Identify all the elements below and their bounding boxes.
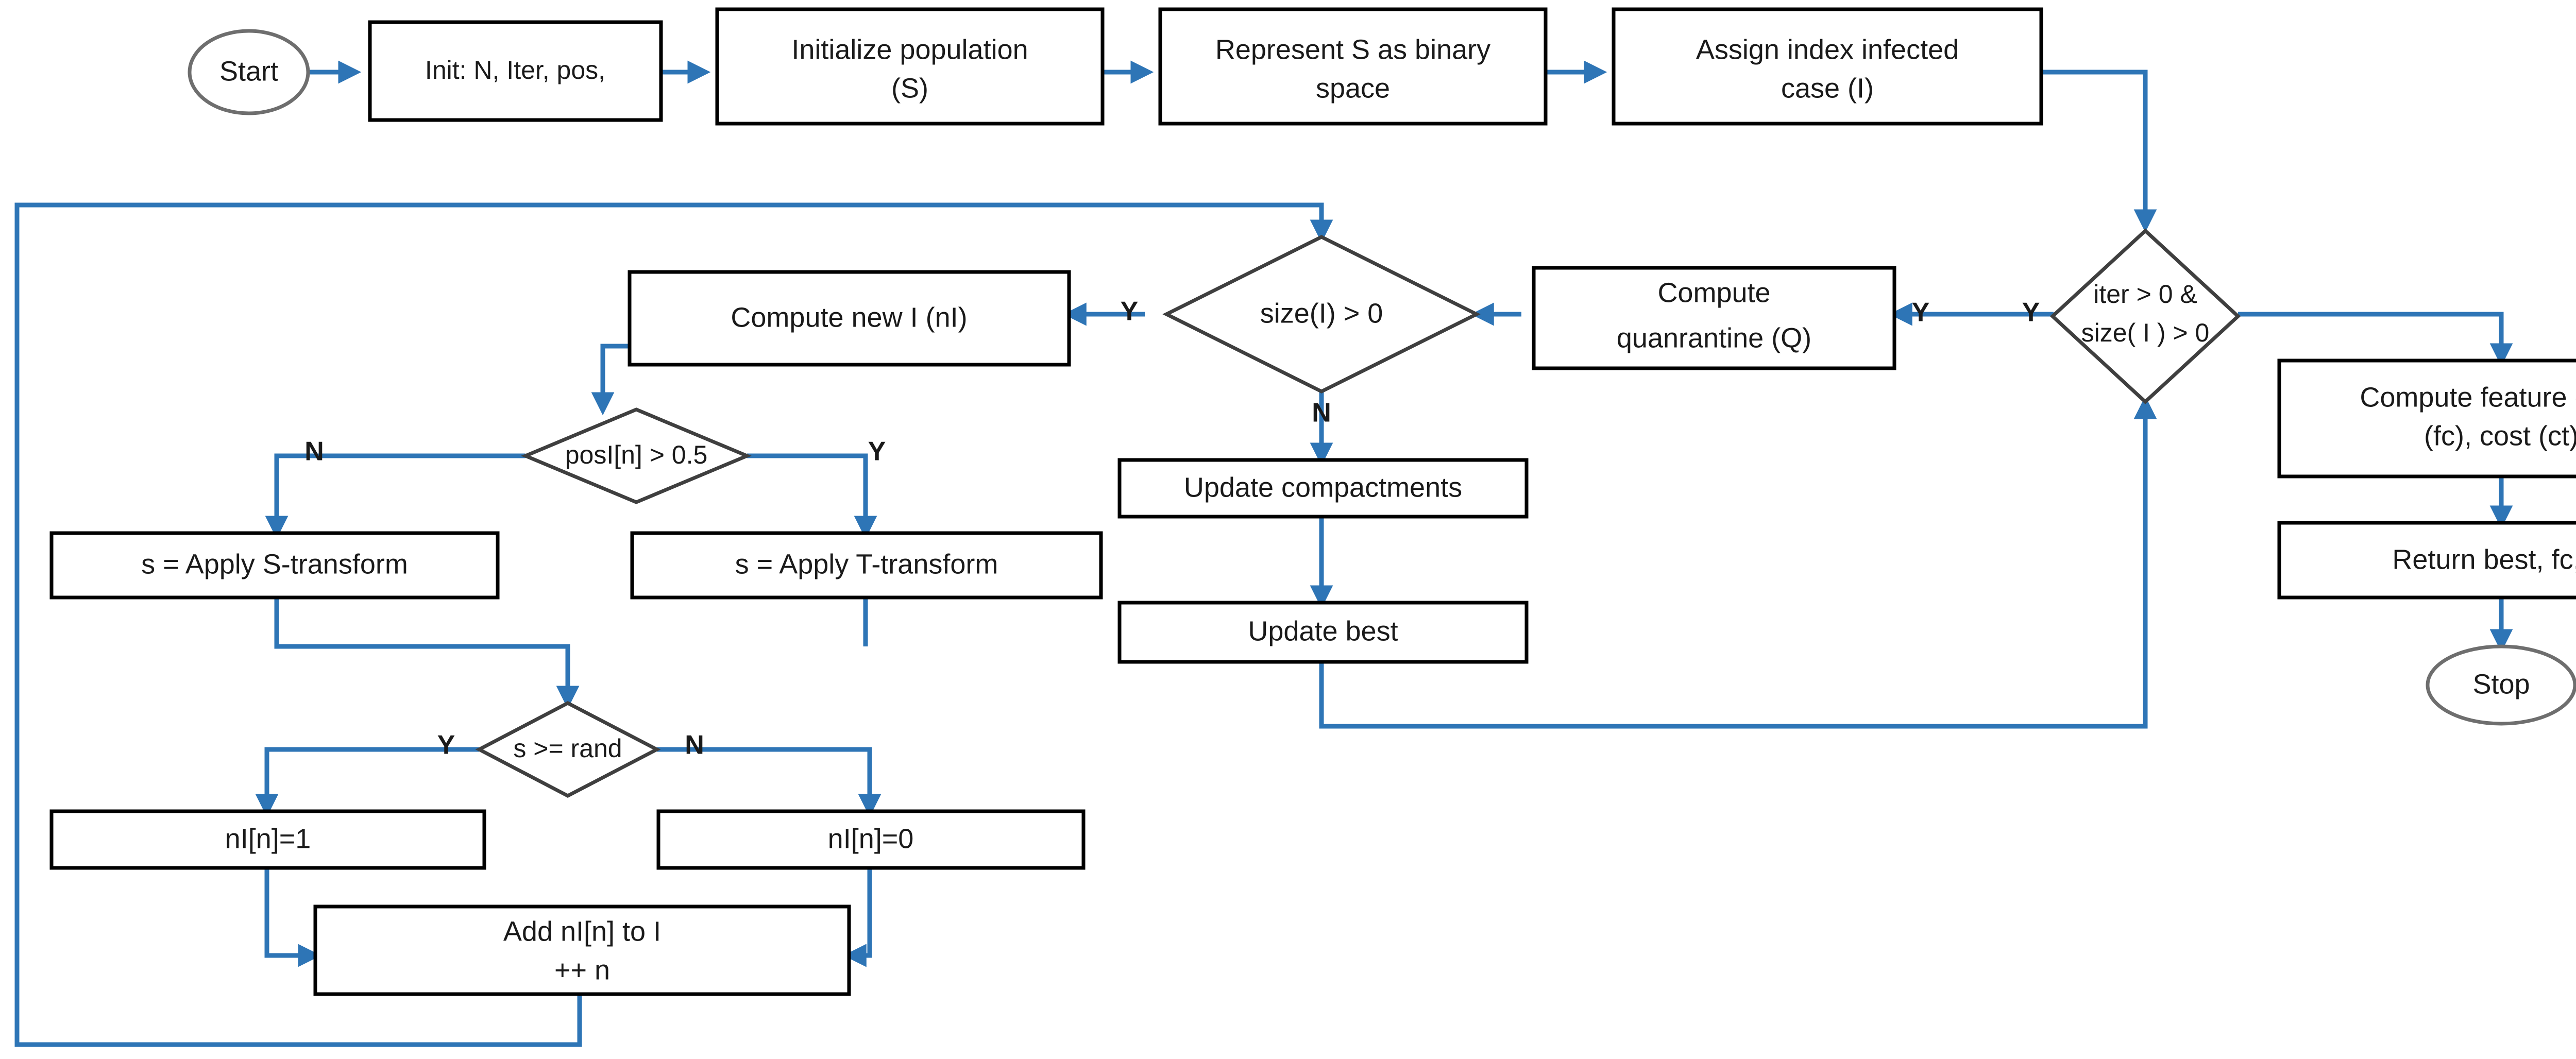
init-label: Init: N, Iter, pos, — [425, 56, 605, 84]
edge-label-rand-yes: Y — [437, 730, 455, 760]
ni-one-label: nI[n]=1 — [225, 823, 311, 854]
node-represent-binary[interactable]: Represent S as binary space — [1158, 7, 1548, 126]
t-transform-box-shape — [630, 531, 1103, 600]
initialize-population-label-line2: (S) — [891, 73, 928, 104]
stop-oval-shape — [2426, 644, 2576, 726]
node-ni-one[interactable]: nI[n]=1 — [49, 809, 486, 870]
represent-binary-label-line1: Represent S as binary — [1215, 34, 1490, 65]
edge-label-size-yes-right: Y — [1912, 298, 1930, 328]
edge-nizero-to-addni — [843, 868, 872, 967]
edge-posicond-yes-to-ttransform — [747, 453, 877, 539]
compute-new-i-box-shape — [628, 270, 1071, 367]
posi-condition-diamond-shape — [520, 407, 752, 504]
start-oval-shape — [188, 29, 310, 115]
node-compute-quarantine[interactable]: Compute quanrantine (Q) — [1532, 266, 1896, 370]
rand-condition-label: s >= rand — [513, 734, 622, 763]
s-transform-box-shape — [49, 531, 500, 600]
compute-quarantine-label-line1: Compute — [1657, 277, 1770, 308]
node-ni-zero[interactable]: nI[n]=0 — [656, 809, 1086, 870]
compute-quarantine-label-line2: quanrantine (Q) — [1617, 322, 1811, 353]
initialize-population-label-line1: Initialize population — [791, 34, 1028, 65]
stop-label: Stop — [2472, 669, 2530, 699]
initialize-population-box-shape — [715, 7, 1105, 126]
edge-randcond-yes-to-nione — [255, 747, 479, 817]
ni-zero-label: nI[n]=0 — [828, 823, 914, 854]
edge-itercond-to-computefc — [2238, 312, 2513, 367]
s-transform-label: s = Apply S-transform — [141, 549, 408, 579]
init-box-shape — [368, 20, 663, 122]
compute-feature-count-box-shape — [2277, 358, 2576, 479]
return-best-box-shape — [2277, 521, 2576, 600]
node-return-best[interactable]: Return best, fc, ct — [2277, 521, 2576, 600]
edge-label-posi-yes: Y — [868, 437, 886, 467]
node-stop[interactable]: Stop — [2426, 644, 2576, 726]
node-add-ni[interactable]: Add nI[n] to I ++ n — [313, 904, 851, 996]
edge-label-posi-no: N — [304, 437, 324, 467]
update-best-label: Update best — [1248, 616, 1398, 646]
edge-randcond-no-to-nizero — [657, 747, 882, 817]
add-ni-label-line2: ++ n — [554, 954, 610, 985]
assign-index-case-label-line1: Assign index infected — [1696, 34, 1959, 65]
ni-one-box-shape — [49, 809, 486, 870]
node-update-compactments[interactable]: Update compactments — [1117, 458, 1529, 519]
compute-feature-count-label-line1: Compute feature count — [2360, 382, 2576, 413]
compute-feature-count-label-line2: (fc), cost (ct) — [2424, 420, 2576, 451]
node-iter-condition[interactable]: iter > 0 & size( I ) > 0 — [2049, 228, 2241, 404]
node-t-transform[interactable]: s = Apply T-transform — [630, 531, 1103, 600]
update-compactments-box-shape — [1117, 458, 1529, 519]
node-compute-new-i[interactable]: Compute new I (nI) — [628, 270, 1071, 367]
node-posi-condition[interactable]: posI[n] > 0.5 — [520, 407, 752, 504]
edge-label-size-yes-left: Y — [1121, 297, 1139, 327]
return-best-label: Return best, fc, ct — [2392, 544, 2576, 575]
iter-condition-label-line2: size( I ) > 0 — [2081, 318, 2210, 347]
node-compute-feature-count[interactable]: Compute feature count (fc), cost (ct) — [2277, 358, 2576, 479]
compute-new-i-label: Compute new I (nI) — [731, 302, 967, 333]
edge-computeni-to-posicond — [591, 344, 630, 416]
add-ni-box-shape — [313, 904, 851, 996]
size-condition-label: size(I) > 0 — [1260, 298, 1383, 329]
edge-posicond-no-to-stransform — [265, 453, 526, 539]
add-ni-label-line1: Add nI[n] to I — [503, 916, 661, 947]
node-rand-condition[interactable]: s >= rand — [475, 701, 661, 798]
edge-label-size-no: N — [1312, 398, 1331, 428]
update-best-box-shape — [1117, 601, 1529, 664]
represent-binary-label-line2: space — [1316, 73, 1390, 104]
represent-binary-box-shape — [1158, 7, 1548, 126]
iter-condition-label-line1: iter > 0 & — [2093, 280, 2197, 309]
edge-assign-to-itercond — [2041, 70, 2157, 233]
edge-stransform-to-randcond — [274, 597, 580, 709]
node-s-transform[interactable]: s = Apply S-transform — [49, 531, 500, 600]
rand-condition-diamond-shape — [475, 701, 661, 798]
assign-index-case-label-line2: case (I) — [1781, 73, 1874, 104]
node-update-best[interactable]: Update best — [1117, 601, 1529, 664]
edge-updatebest-return-to-itercond — [1319, 396, 2157, 729]
node-initialize-population[interactable]: Initialize population (S) — [715, 7, 1105, 126]
start-label: Start — [219, 56, 278, 87]
t-transform-label: s = Apply T-transform — [735, 549, 998, 579]
compute-quarantine-box-shape — [1532, 266, 1896, 370]
iter-condition-diamond-shape — [2049, 228, 2241, 404]
edge-label-iter-yes: Y — [2022, 298, 2040, 328]
node-init[interactable]: Init: N, Iter, pos, — [368, 20, 663, 122]
node-start[interactable]: Start — [188, 29, 310, 115]
ni-zero-box-shape — [656, 809, 1086, 870]
update-compactments-label: Update compactments — [1184, 472, 1462, 503]
size-condition-diamond-shape — [1162, 235, 1481, 394]
node-size-condition[interactable]: size(I) > 0 — [1162, 235, 1481, 394]
edge-addni-loopback-to-sizecond — [14, 202, 1333, 1047]
posi-condition-label: posI[n] > 0.5 — [565, 440, 708, 469]
node-assign-index-case[interactable]: Assign index infected case (I) — [1612, 7, 2043, 126]
edge-nione-to-addni — [264, 868, 321, 967]
edge-label-rand-no: N — [685, 730, 704, 760]
assign-index-case-box-shape — [1612, 7, 2043, 126]
